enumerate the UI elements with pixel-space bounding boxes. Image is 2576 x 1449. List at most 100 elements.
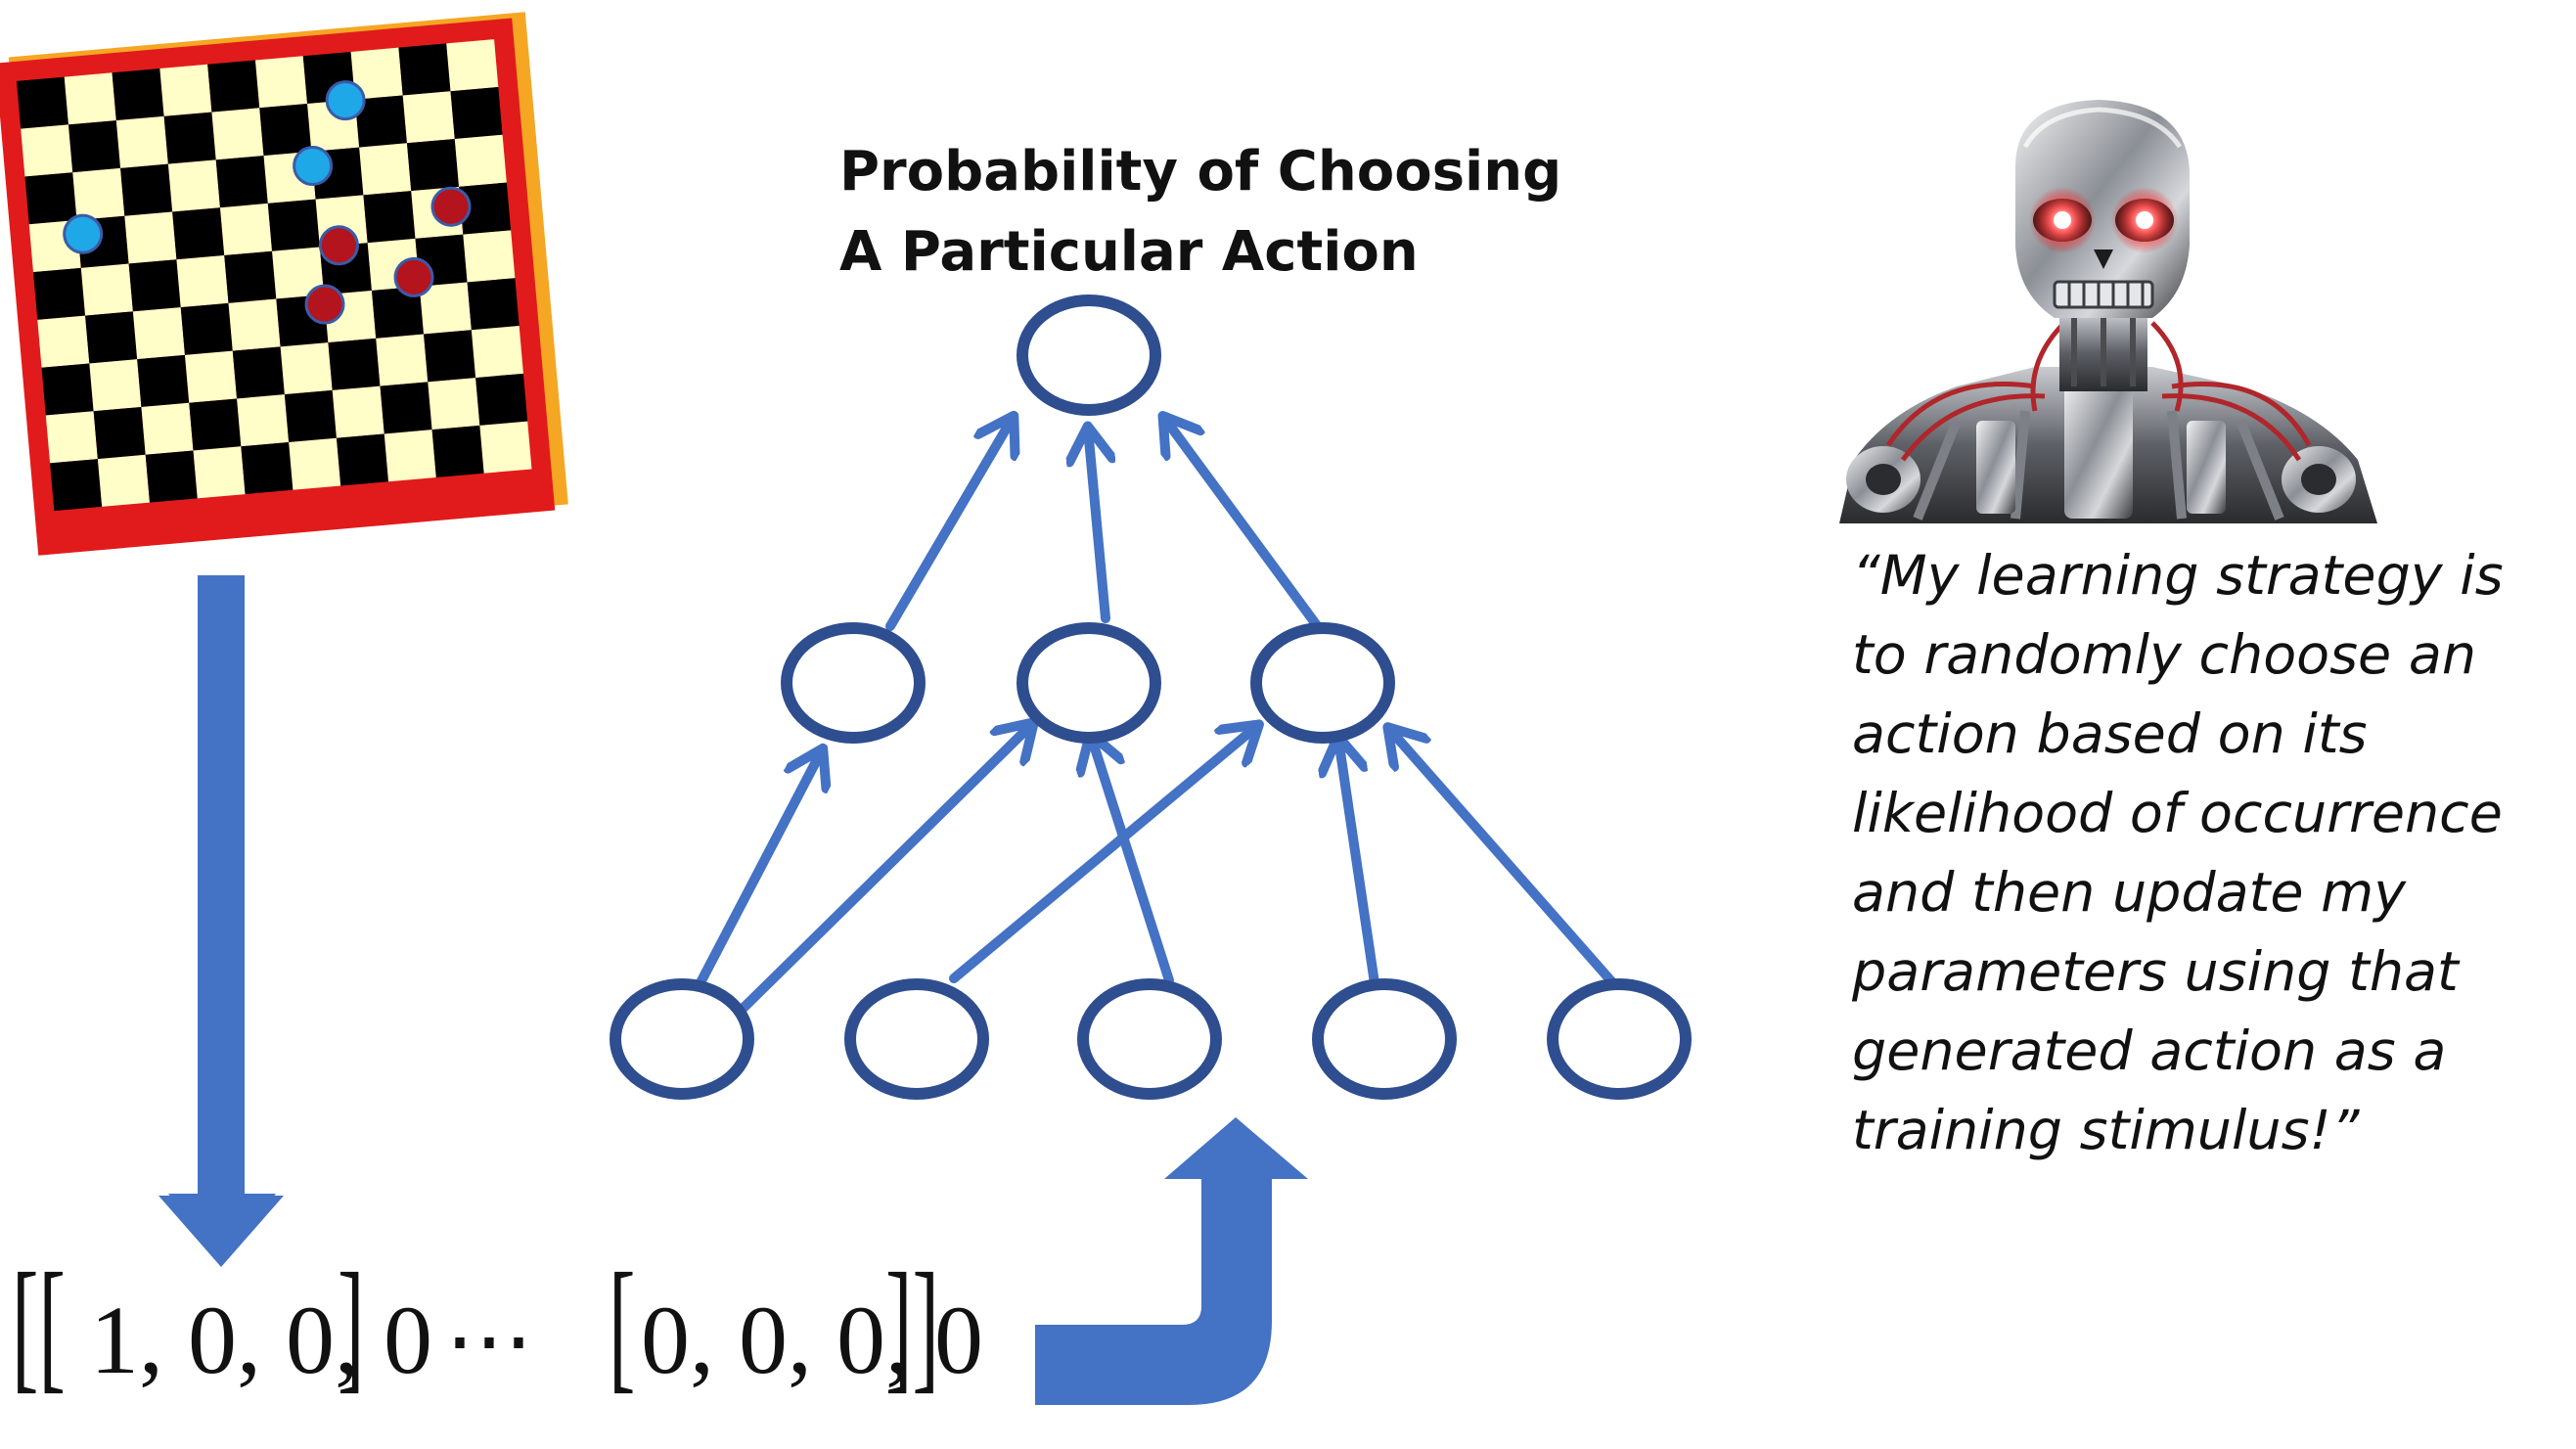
edge-i1-h1 [692, 750, 822, 995]
board-square [193, 446, 246, 499]
board-square [431, 425, 484, 477]
input-node-2 [844, 978, 989, 1100]
board-square [424, 330, 476, 383]
down-arrow-body [158, 575, 284, 1267]
vector-open-bracket: [[ [12, 1244, 66, 1406]
edge-h1-out [885, 418, 1013, 631]
board-square [406, 139, 460, 192]
board-square [24, 172, 77, 225]
board-square [463, 230, 516, 283]
board-square [459, 182, 512, 235]
input-node-3 [1077, 978, 1222, 1100]
board-square [284, 389, 337, 442]
board-squares [16, 39, 532, 512]
board-square [475, 373, 528, 426]
board-square [402, 91, 455, 144]
hidden-node-1 [781, 622, 926, 744]
quote-line: parameters using that [1852, 940, 2459, 1004]
board-square [228, 298, 281, 351]
terminator-robot-icon [1839, 100, 2377, 523]
board-square [359, 143, 412, 196]
board-square [64, 72, 116, 125]
quote-line: “My learning strategy is [1852, 544, 2504, 608]
edge-i3-h2 [1091, 736, 1174, 985]
board-square [37, 315, 90, 368]
board-square [93, 406, 146, 460]
checker-piece [304, 284, 345, 325]
board-square [41, 363, 94, 416]
board-square [120, 163, 173, 216]
board-square [363, 191, 416, 244]
hidden-node-2 [1017, 622, 1161, 744]
board-square [241, 441, 294, 495]
output-node [1017, 294, 1161, 416]
board-square [254, 56, 308, 109]
board-square [219, 203, 273, 256]
board-square [471, 326, 523, 379]
vector-last-open: [ [609, 1244, 636, 1406]
board-square [167, 159, 220, 212]
robot-quote: “My learning strategy is to randomly cho… [1852, 536, 2556, 1170]
output-label-line-2: A Particular Action [839, 220, 1419, 284]
input-node-4 [1312, 978, 1457, 1100]
board-square [16, 76, 68, 129]
board-square [354, 95, 407, 148]
edge-i5-h3 [1389, 729, 1617, 987]
board-square [350, 47, 403, 100]
input-node-5 [1547, 978, 1692, 1100]
curved-up-arrow [1035, 1117, 1308, 1405]
board-square [189, 398, 242, 451]
vector-close-bracket: ]] [885, 1244, 939, 1406]
board-square [259, 104, 312, 157]
board-square [159, 64, 212, 116]
board-square [398, 43, 451, 96]
vector-ellipsis: ⋯ [445, 1293, 533, 1390]
board-square [97, 454, 150, 507]
checker-piece [293, 145, 334, 186]
board-square [450, 86, 503, 140]
board-square [141, 402, 194, 455]
quote-line: action based on its [1852, 702, 2368, 766]
checker-piece [430, 186, 472, 227]
board-square [180, 302, 233, 355]
board-square [163, 112, 216, 164]
board-square [380, 382, 432, 434]
board-square [454, 134, 507, 187]
board-square [376, 334, 429, 386]
board-square [50, 459, 103, 512]
board-square [45, 411, 98, 464]
board-square [172, 207, 225, 260]
board-square [328, 338, 381, 390]
edge-i4-h3 [1338, 739, 1379, 988]
board-square [336, 433, 389, 486]
input-node-1 [610, 978, 754, 1100]
quote-line: training stimulus!” [1852, 1099, 2360, 1162]
board-square [280, 342, 333, 395]
board-square [419, 282, 472, 335]
board-square [232, 346, 285, 399]
board-square [237, 394, 290, 447]
board-square [137, 354, 190, 407]
board-square [467, 278, 520, 331]
board-square [384, 430, 436, 482]
board-square [128, 259, 181, 312]
edge-h3-out [1164, 418, 1324, 633]
quote-line: and then update my [1852, 861, 2407, 925]
board-square [176, 255, 229, 308]
board-square [112, 68, 164, 121]
vector-first-close: ] [338, 1244, 365, 1406]
board-square [145, 450, 198, 503]
checkers-board-icon [0, 12, 568, 556]
board-square [184, 350, 238, 403]
board-square [289, 437, 341, 490]
board-square [89, 359, 142, 412]
board-square [124, 211, 177, 264]
board-square [80, 263, 133, 316]
board-square [371, 286, 425, 339]
hidden-node-3 [1250, 622, 1395, 744]
board-square [32, 267, 86, 320]
board-square [224, 250, 277, 303]
board-square [211, 108, 264, 160]
network-nodes [610, 294, 1692, 1100]
